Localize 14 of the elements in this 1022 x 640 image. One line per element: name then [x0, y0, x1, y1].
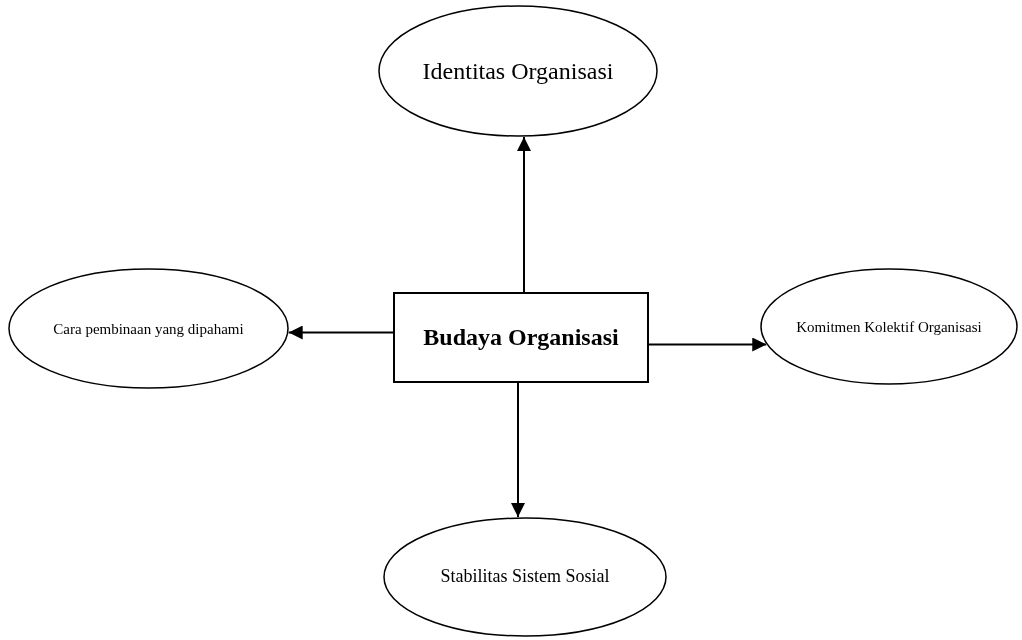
node-label: Identitas Organisasi — [422, 56, 614, 86]
node-label: Budaya Organisasi — [423, 323, 619, 352]
arrow — [648, 337, 768, 352]
node-label: Komitmen Kolektif Organisasi — [796, 317, 982, 336]
arrow — [517, 135, 531, 293]
ellipse-node — [383, 517, 667, 637]
arrow — [511, 382, 525, 519]
ellipse-node — [378, 5, 658, 137]
node-label: Cara pembinaan yang dipahami — [53, 319, 244, 338]
ellipse-node — [760, 268, 1018, 385]
ellipse-node — [8, 268, 289, 389]
node-label: Stabilitas Sistem Sosial — [440, 566, 610, 588]
arrow — [287, 325, 394, 340]
process-box — [393, 292, 649, 383]
